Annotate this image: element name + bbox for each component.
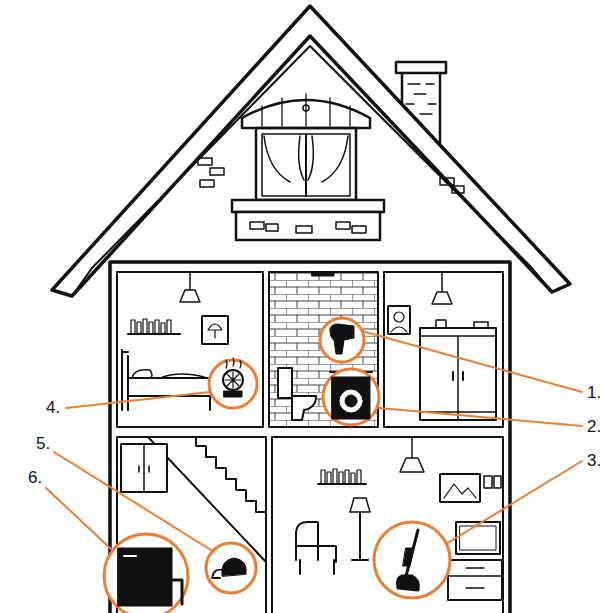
highlight-circle: [323, 369, 379, 425]
hall: [117, 437, 266, 613]
wardrobe: [420, 328, 496, 420]
wardrobe-boxes: [436, 320, 488, 328]
window-frame: [256, 128, 356, 200]
washing-machine: [332, 377, 370, 419]
stair-steps: [196, 437, 266, 512]
leader-line: [46, 488, 112, 550]
small-frame: [484, 476, 492, 488]
boiler: [118, 548, 172, 606]
vacuum-hose: [212, 570, 222, 578]
bricks: [198, 158, 464, 233]
leader-line: [379, 408, 582, 426]
portrait-body: [391, 327, 407, 332]
bedroom: [117, 272, 263, 427]
wall-cabinet: [121, 444, 167, 492]
callout-number: 1.: [587, 384, 601, 403]
machine-door: [340, 390, 362, 412]
highlight-circle: [320, 318, 364, 362]
highlight-circle: [209, 360, 257, 408]
toilet-bowl: [292, 396, 316, 420]
leader-line: [446, 461, 582, 544]
window-curtains: [264, 136, 348, 182]
bed-pillow: [132, 370, 152, 378]
lamp-shade: [432, 292, 452, 304]
highlight-circle: [374, 522, 450, 598]
lamp-cord: [411, 437, 413, 458]
boiler-pipe: [172, 580, 182, 604]
landscape-mountains: [444, 484, 476, 498]
leader-line: [362, 331, 582, 392]
highlight-circle: [206, 543, 256, 593]
hair-dryer: [330, 324, 354, 354]
callout-number: 5.: [36, 435, 50, 454]
callout-number: 3.: [587, 452, 601, 471]
ceiling-light: [312, 272, 334, 276]
canister-vacuum: [222, 558, 247, 576]
balcony-sill: [232, 200, 384, 212]
landscape-frame: [440, 474, 480, 502]
tree-picture: [208, 324, 222, 338]
leader-line: [66, 392, 210, 408]
tv-stand: [448, 560, 502, 600]
window-inner-frame: [262, 134, 350, 196]
picture-frame: [202, 316, 228, 344]
lamp-shade: [180, 290, 200, 302]
machine-drum: [345, 395, 357, 407]
floor-lamp-stand: [352, 510, 368, 560]
tv-screen: [456, 522, 500, 554]
wardrobe-handles: [453, 372, 463, 380]
fan-base: [224, 391, 242, 397]
portrait-face: [394, 312, 404, 322]
small-frame: [494, 476, 501, 488]
floor-lamp-shade: [350, 498, 370, 512]
callout-number: 6.: [28, 469, 42, 488]
living-room: [272, 437, 503, 613]
books: [131, 319, 171, 334]
tv-inner: [460, 526, 496, 550]
chimney-bricks: [406, 84, 436, 114]
bed-blanket: [160, 374, 208, 378]
lamp-cord: [441, 272, 443, 292]
fan-air: [226, 358, 241, 368]
house-drawing: [46, 6, 582, 613]
highlight-circle: [104, 534, 188, 613]
armchair: [296, 522, 336, 574]
roof-outer: [52, 6, 570, 296]
awning-stripes: [262, 94, 350, 126]
vacuum-bag: [403, 548, 414, 566]
bookshelf: [128, 333, 180, 335]
upright-vacuum: [398, 530, 419, 590]
bed-legs: [128, 396, 210, 410]
window-mullion: [305, 134, 307, 196]
tv-stand-drawers: [448, 568, 502, 588]
lamp-shade: [400, 458, 424, 472]
cabinet-doors: [139, 444, 149, 492]
leader-line: [54, 452, 214, 552]
wardrobe-doors: [420, 336, 496, 420]
callout-number: 2.: [587, 418, 601, 437]
toilet-tank: [278, 368, 292, 398]
books: [321, 469, 361, 484]
boiler-panel: [124, 555, 136, 557]
fan-guard: [223, 370, 243, 390]
chimney-cap: [396, 62, 446, 73]
portrait-frame: [388, 306, 410, 334]
awning-ornament: [303, 105, 309, 111]
bathroom: [269, 272, 378, 427]
right-room: [384, 272, 503, 427]
callout-number: 4.: [46, 399, 60, 418]
roof-inner: [92, 46, 530, 268]
fan-blades: [225, 372, 241, 388]
lamp-cord: [189, 272, 191, 290]
